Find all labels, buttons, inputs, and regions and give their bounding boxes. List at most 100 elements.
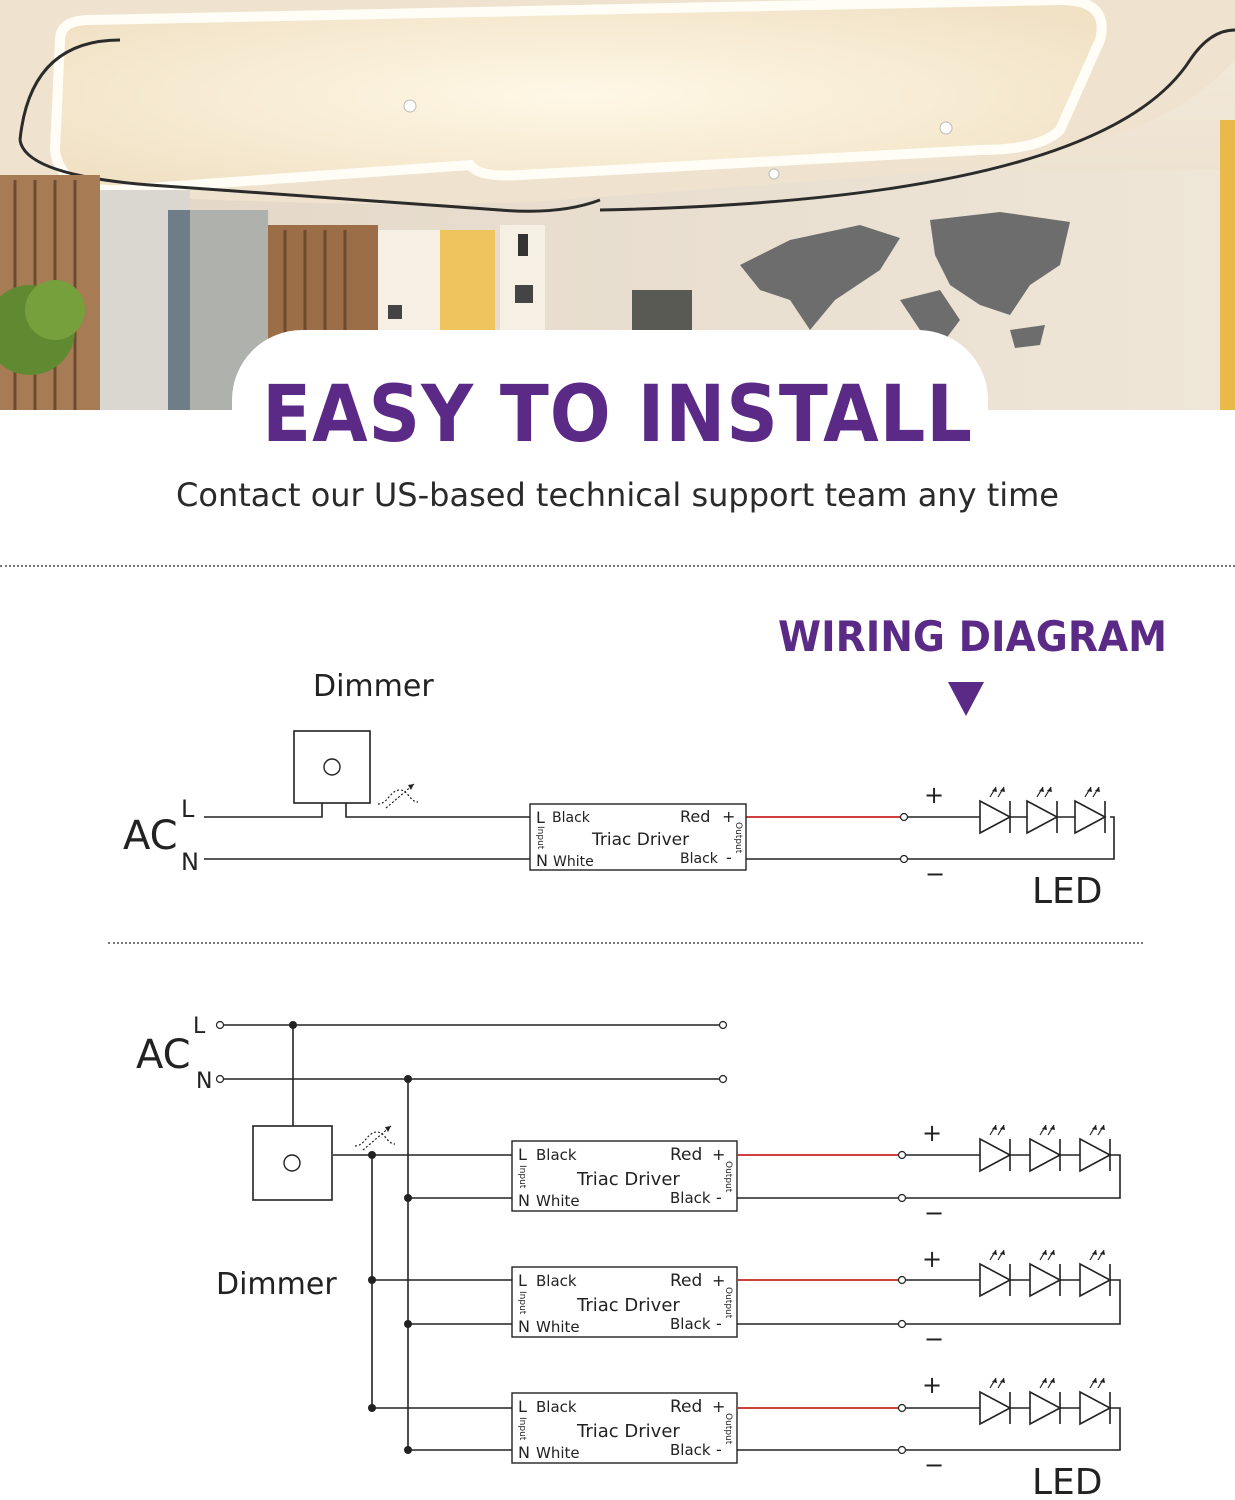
svg-text:+: + [922,1245,942,1273]
svg-text:Red: Red [670,1271,702,1291]
triac-driver: L Black Red + Triac Driver N White Black… [511,1266,738,1338]
page-subtitle: Contact our US-based technical support t… [176,476,1059,514]
svg-text:+: + [922,1119,942,1147]
driver-channel-3: L Black Red + Triac Driver N White Black… [511,1392,898,1464]
minus-sign: − [925,860,945,888]
svg-text:L: L [518,1271,527,1290]
dimmer-symbol-icon [377,783,419,809]
svg-text:Input: Input [517,1291,527,1315]
led-label-bottom: LED [1032,1462,1103,1500]
svg-text:+: + [712,1397,725,1416]
dimmer-symbol-icon [354,1125,396,1151]
led-diode-icon [979,1124,1011,1172]
wiring-diagram: Dimmer AC L N + − LED L Black Red + Tria… [123,669,1121,1500]
svg-text:+: + [722,807,735,826]
led-diode-icon [1074,786,1106,834]
page-title: EASY TO INSTALL [262,370,973,460]
svg-text:Triac Driver: Triac Driver [591,830,689,850]
led-diode-icon [1029,1377,1061,1425]
svg-text:+: + [922,1371,942,1399]
svg-text:Black: Black [536,1398,577,1416]
svg-text:-: - [716,1440,722,1459]
svg-text:Black: Black [536,1272,577,1290]
led-label: LED [1032,871,1103,912]
led-output-2: + − [897,1245,1121,1353]
led-output-3: + − [897,1371,1121,1479]
led-diode-icon [979,1377,1011,1425]
svg-text:Black: Black [670,1315,711,1333]
driver-channel-2: L Black Red + Triac Driver N White Black… [511,1266,898,1338]
diagram-divider [108,942,1143,944]
line-label: L [181,795,195,823]
svg-text:Input: Input [517,1417,527,1441]
led-diode-icon [979,786,1011,834]
svg-text:White: White [553,854,594,870]
svg-text:+: + [712,1271,725,1290]
down-arrow-icon [948,682,984,716]
room-hero-image [0,0,1235,410]
wiring-diagram-title: WIRING DIAGRAM [778,612,1168,661]
svg-text:+: + [712,1145,725,1164]
svg-text:White: White [536,1318,580,1336]
svg-text:L: L [536,808,545,827]
svg-text:N: N [518,1191,530,1210]
svg-text:−: − [924,1325,944,1353]
svg-text:Red: Red [670,1145,702,1165]
svg-text:White: White [536,1444,580,1462]
led-diode-icon [1079,1124,1111,1172]
svg-text:Output: Output [723,1161,733,1193]
triac-driver: L Black Red + Triac Driver N White Black… [511,1392,738,1464]
top-wires [204,803,1115,860]
svg-text:Triac Driver: Triac Driver [576,1295,680,1316]
svg-text:Triac Driver: Triac Driver [576,1421,680,1442]
svg-text:N: N [518,1443,530,1462]
led-diode-icon [979,1249,1011,1297]
svg-text:Output: Output [723,1413,733,1445]
junction-dots [289,1021,412,1454]
led-diode-icon [1026,786,1058,834]
dimmer-label-bottom: Dimmer [216,1267,337,1302]
svg-text:Triac Driver: Triac Driver [576,1169,680,1190]
led-output-1: + − [897,1119,1121,1227]
bottom-wires [224,1024,720,1451]
svg-text:−: − [924,1451,944,1479]
svg-text:Output: Output [723,1287,733,1319]
led-diode-icon [1029,1124,1061,1172]
led-diode-icon [1079,1377,1111,1425]
led-diode-icon [1029,1249,1061,1297]
svg-text:−: − [924,1199,944,1227]
svg-text:White: White [536,1192,580,1210]
svg-text:N: N [536,851,548,870]
led-diode-icon [1079,1249,1111,1297]
neutral-label: N [181,848,199,876]
svg-text:-: - [716,1188,722,1207]
svg-text:L: L [518,1397,527,1416]
line-label-bottom: L [193,1014,206,1039]
svg-text:Red: Red [680,807,710,826]
led-string [979,786,1106,834]
dimmer-knob-icon [323,758,341,776]
svg-text:Black: Black [670,1189,711,1207]
svg-text:-: - [716,1314,722,1333]
svg-text:-: - [726,848,732,867]
svg-text:N: N [518,1317,530,1336]
neutral-label-bottom: N [196,1069,212,1094]
plus-sign: + [924,781,944,809]
ac-label-bottom: AC [136,1032,191,1078]
driver-channel-1: L Black Red + Triac Driver N White Black… [511,1140,898,1212]
svg-text:Black: Black [552,810,591,826]
svg-text:Black: Black [536,1146,577,1164]
triac-driver: L Black Red + Triac Driver N White Black… [529,803,747,871]
svg-text:Output: Output [733,822,743,854]
svg-text:L: L [518,1145,527,1164]
dimmer-label: Dimmer [313,669,434,704]
section-divider [0,565,1235,567]
svg-text:Black: Black [680,851,719,867]
svg-text:Input: Input [517,1165,527,1189]
svg-text:Red: Red [670,1397,702,1417]
svg-text:Black: Black [670,1441,711,1459]
svg-text:Input: Input [535,826,545,850]
triac-driver: L Black Red + Triac Driver N White Black… [511,1140,738,1212]
dimmer-knob-icon [283,1154,301,1172]
ac-label: AC [123,813,178,859]
